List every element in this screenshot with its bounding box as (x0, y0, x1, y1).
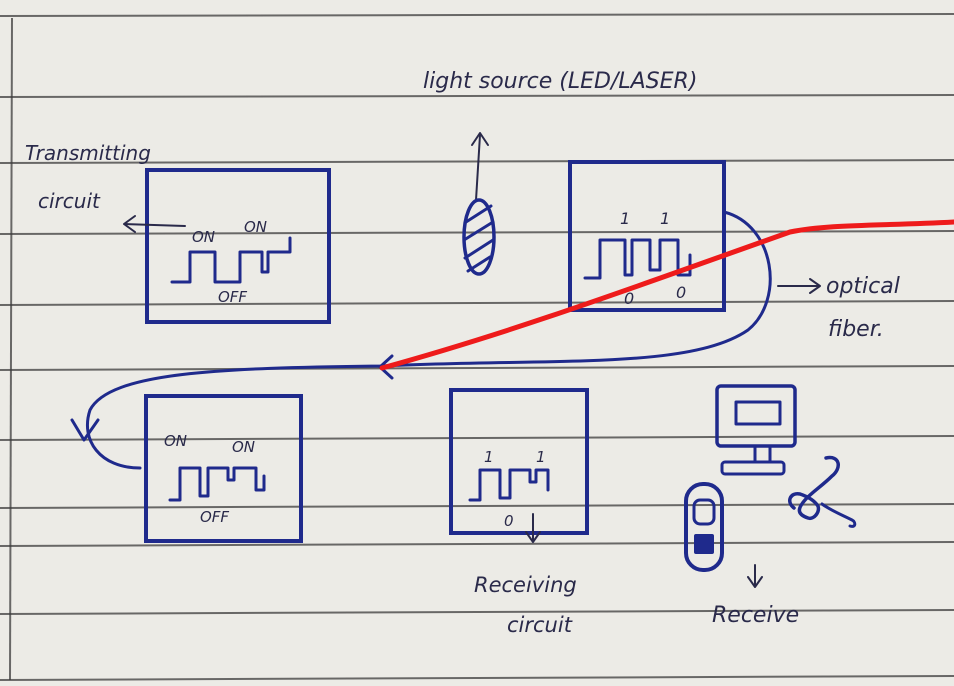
arrow-down (525, 513, 541, 543)
receive-label: Receive (712, 603, 799, 628)
off-label: OFF (218, 288, 247, 306)
receiving-label: Receiving (474, 573, 577, 597)
bit-zero: 0 (676, 283, 686, 302)
square-wave-signal (583, 238, 692, 280)
on-label: ON (164, 432, 187, 450)
fiber-label: fiber. (828, 317, 884, 342)
bit-one: 1 (536, 448, 546, 466)
circuit-label: circuit (38, 189, 101, 213)
optical-label: optical (826, 274, 900, 299)
on-label: ON (192, 228, 215, 246)
computer-monitor-icon (715, 384, 797, 476)
fiber-input-box: 1 1 0 0 (568, 160, 726, 312)
bit-one: 1 (620, 209, 630, 228)
arrow-down (747, 564, 763, 588)
bit-one: 1 (660, 209, 670, 228)
fiber-arrow-head (70, 418, 100, 442)
transmitting-circuit-box: ON ON OFF (145, 168, 331, 324)
bit-zero: 0 (504, 512, 514, 530)
on-label: ON (232, 438, 255, 456)
arrow-up (471, 132, 489, 201)
arrow-right (777, 278, 821, 294)
bit-zero: 0 (624, 289, 634, 308)
arrow-left (123, 215, 186, 233)
off-label: OFF (200, 508, 229, 526)
mobile-phone-icon (684, 482, 724, 572)
notebook-rules (0, 13, 954, 681)
telephone-handset-icon (788, 455, 857, 528)
receiving-circuit-box: 1 1 0 (449, 388, 589, 535)
bit-one: 1 (484, 448, 494, 466)
led-bulb-icon (462, 198, 496, 276)
square-wave-signal (170, 236, 292, 284)
laser-beam-line (379, 219, 954, 371)
square-wave-signal (168, 466, 266, 502)
transmitting-label: Transmitting (25, 141, 151, 165)
received-signal-box: ON ON OFF (144, 394, 303, 543)
receiving-circuit-label: circuit (507, 613, 573, 637)
square-wave-signal (468, 468, 550, 502)
on-label: ON (244, 218, 267, 236)
light-source-label: light source (LED/LASER) (423, 69, 697, 94)
optical-fiber-path (85, 210, 772, 470)
